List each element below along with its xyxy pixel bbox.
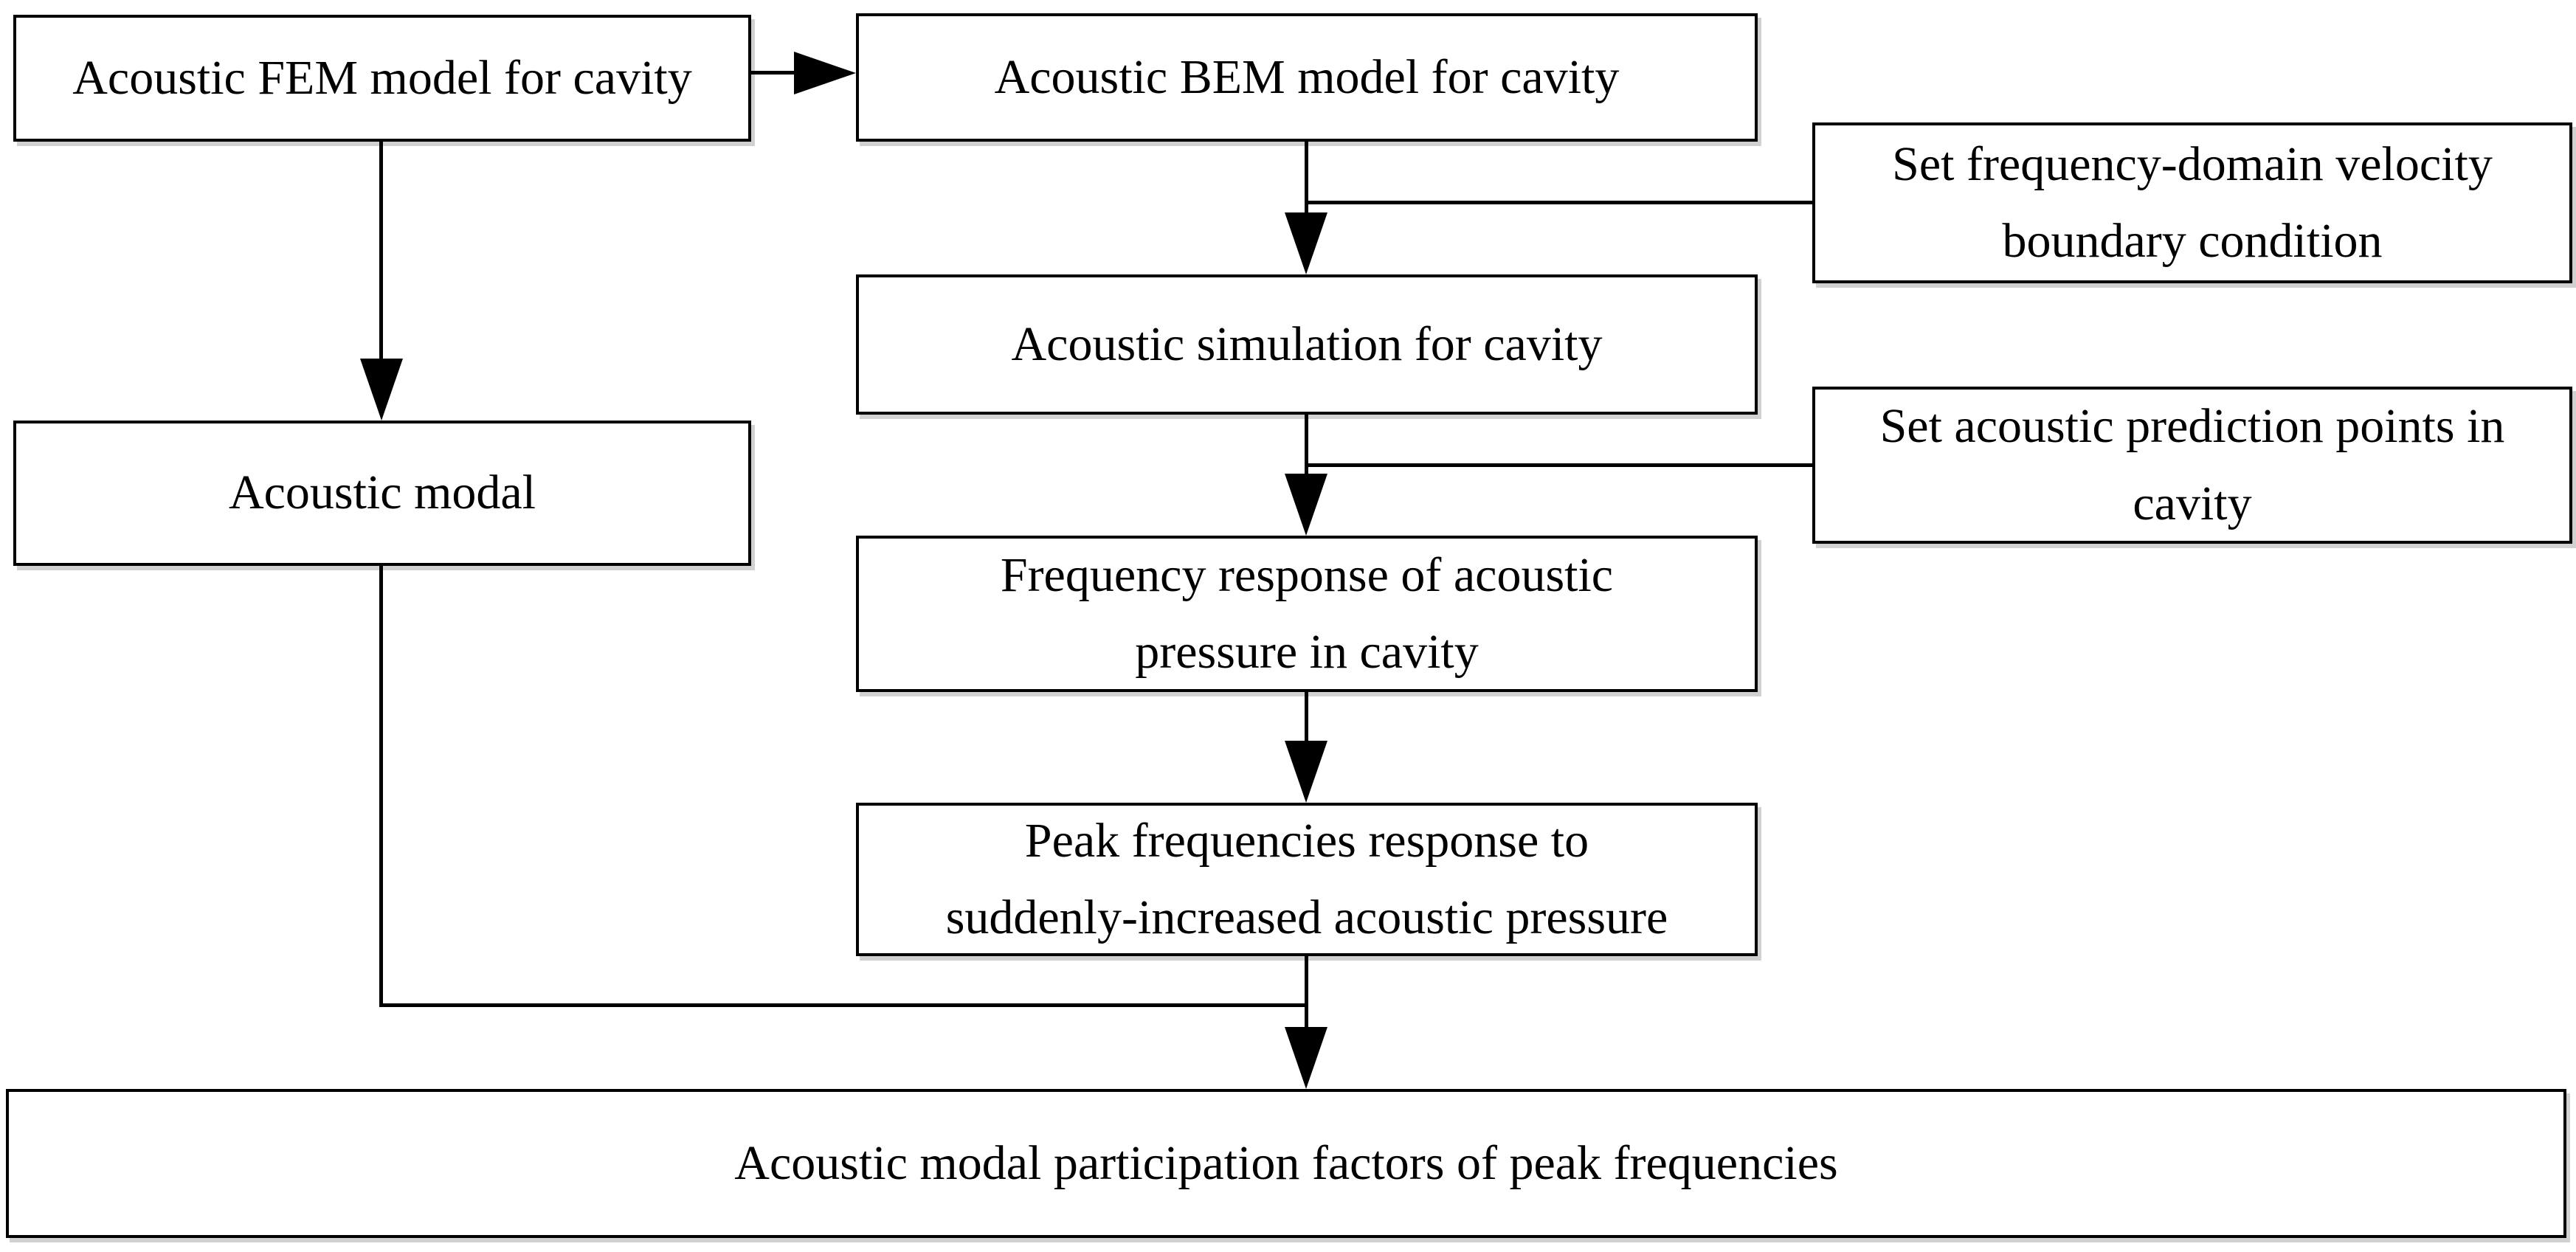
node-modal-participation-factors-label: Acoustic modal participation factors of … xyxy=(734,1135,1838,1190)
arrowhead-bem-to-simulation xyxy=(1285,212,1327,274)
connector-modal-horizontal-segment xyxy=(379,1003,1308,1007)
node-set-prediction-points-label: Set acoustic prediction points in cavity xyxy=(1879,399,2505,530)
arrowhead-fem-to-modal xyxy=(360,359,403,421)
node-set-velocity-boundary-label: Set frequency-domain velocity boundary c… xyxy=(1892,136,2493,268)
connector-simulation-to-frequency-response xyxy=(1305,413,1308,478)
node-acoustic-simulation: Acoustic simulation for cavity xyxy=(856,274,1758,415)
connector-frequency-response-to-peak xyxy=(1305,691,1308,744)
connector-prediction-points-branch xyxy=(1306,463,1812,467)
node-peak-frequencies: Peak frequencies response to suddenly-in… xyxy=(856,803,1758,956)
node-acoustic-modal: Acoustic modal xyxy=(13,421,751,566)
node-modal-participation-factors: Acoustic modal participation factors of … xyxy=(6,1089,2566,1238)
node-frequency-response: Frequency response of acoustic pressure … xyxy=(856,536,1758,692)
node-acoustic-simulation-label: Acoustic simulation for cavity xyxy=(1011,317,1603,371)
node-fem-model-label: Acoustic FEM model for cavity xyxy=(72,50,692,105)
connector-peak-to-participation-factors xyxy=(1305,954,1308,1032)
node-peak-frequencies-label: Peak frequencies response to suddenly-in… xyxy=(945,813,1668,944)
arrowhead-peak-to-participation-factors xyxy=(1285,1027,1327,1089)
node-bem-model: Acoustic BEM model for cavity xyxy=(856,13,1758,142)
arrowhead-simulation-to-frequency-response xyxy=(1285,474,1327,536)
arrowhead-frequency-response-to-peak xyxy=(1285,741,1327,803)
node-fem-model: Acoustic FEM model for cavity xyxy=(13,15,751,142)
node-acoustic-modal-label: Acoustic modal xyxy=(228,466,536,520)
node-frequency-response-label: Frequency response of acoustic pressure … xyxy=(1000,547,1614,679)
connector-velocity-boundary-branch xyxy=(1306,201,1812,204)
connector-bem-to-simulation xyxy=(1305,140,1308,217)
connector-fem-to-bem xyxy=(751,71,797,75)
arrowhead-fem-to-bem xyxy=(794,52,856,94)
node-bem-model-label: Acoustic BEM model for cavity xyxy=(994,49,1620,104)
connector-fem-to-modal xyxy=(379,140,383,362)
node-set-velocity-boundary: Set frequency-domain velocity boundary c… xyxy=(1812,122,2572,283)
node-set-prediction-points: Set acoustic prediction points in cavity xyxy=(1812,387,2572,544)
connector-modal-down-segment xyxy=(379,564,383,1007)
